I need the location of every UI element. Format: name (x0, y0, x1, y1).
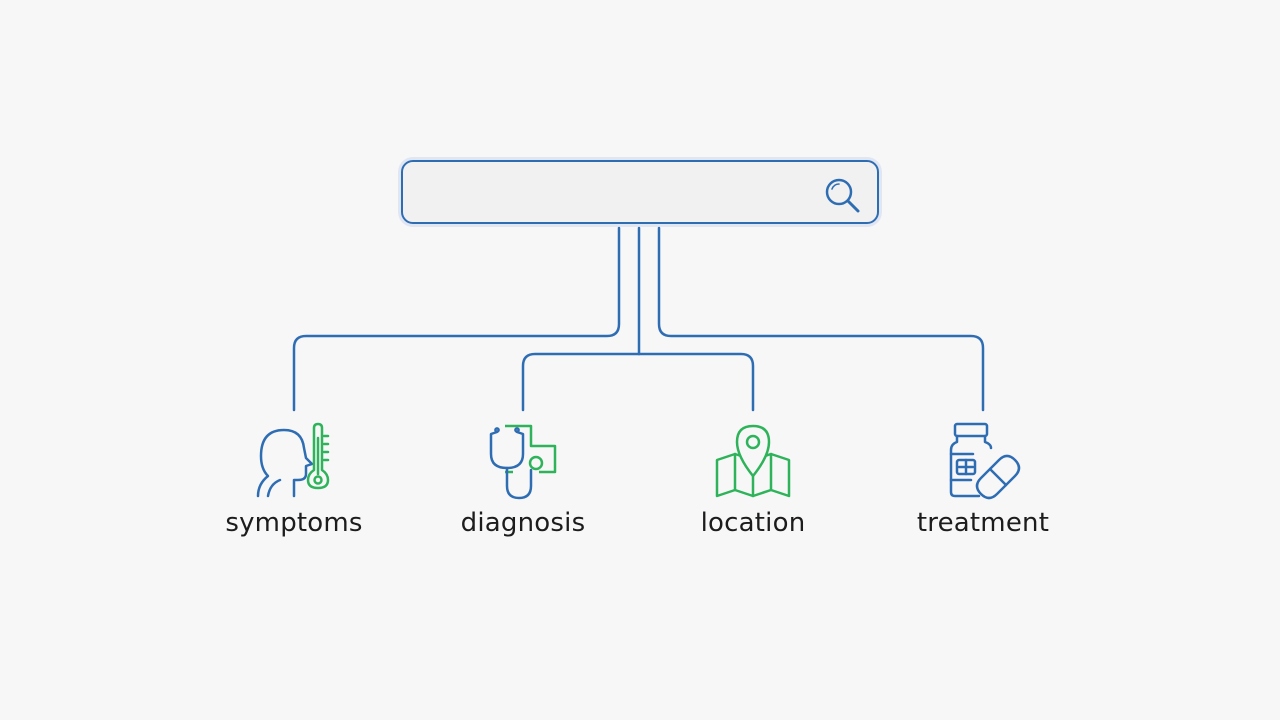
connector-diagnosis (521, 352, 641, 412)
search-input[interactable] (417, 172, 801, 214)
branch-label-symptoms: symptoms (225, 508, 363, 538)
map-pin-icon (715, 424, 791, 498)
branch-treatment[interactable]: treatment (883, 420, 1083, 550)
search-bar[interactable] (401, 160, 879, 224)
search-icon[interactable] (821, 174, 865, 218)
branch-diagnosis[interactable]: diagnosis (423, 420, 623, 550)
person-thermometer-icon (256, 422, 330, 498)
branch-label-location: location (700, 508, 806, 538)
stethoscope-cross-icon (489, 424, 557, 500)
branch-label-treatment: treatment (916, 508, 1050, 538)
connector-symptoms (292, 226, 621, 412)
branch-location[interactable]: location (653, 420, 853, 550)
connector-treatment (657, 226, 985, 412)
branch-symptoms[interactable]: symptoms (194, 420, 394, 550)
medicine-bottle-pill-icon (949, 422, 1021, 500)
connector-location (637, 352, 755, 412)
branch-label-diagnosis: diagnosis (460, 508, 586, 538)
